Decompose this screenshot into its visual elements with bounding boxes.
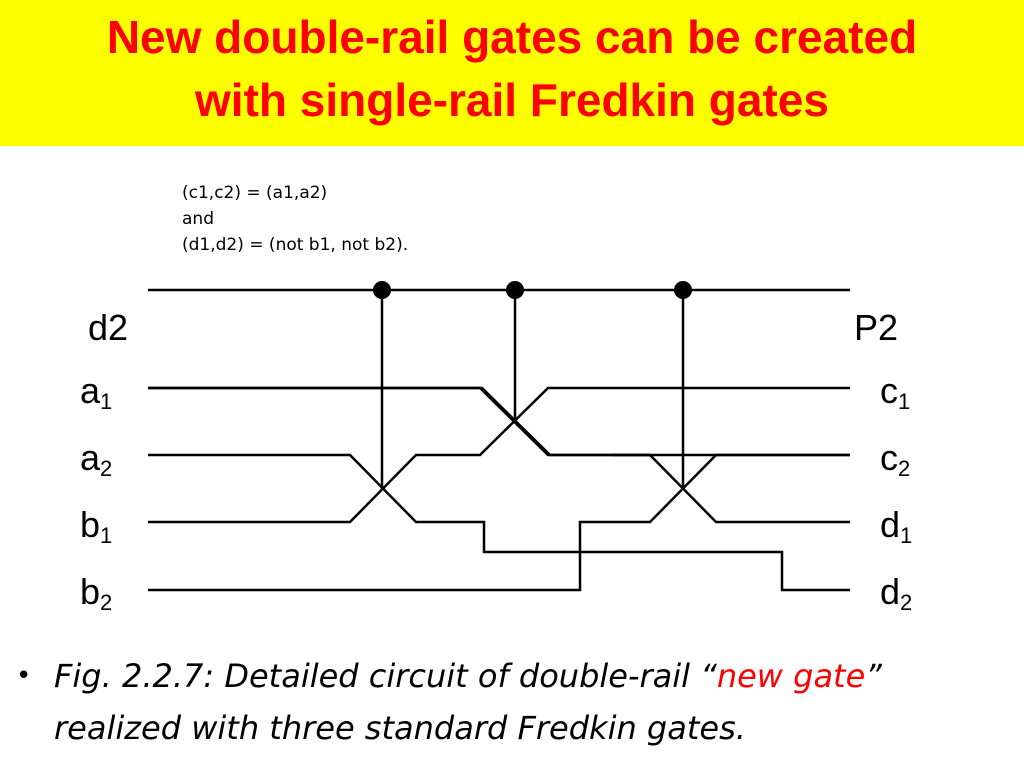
note-line-3: (d1,d2) = (not b1, not b2). bbox=[182, 235, 409, 255]
wire-a1-path bbox=[148, 386, 850, 457]
output-label-c1: c1 bbox=[880, 371, 910, 422]
output-label-p2: P2 bbox=[854, 307, 899, 348]
input-label-a2: a2 bbox=[80, 438, 112, 489]
input-b1-base: b bbox=[80, 504, 101, 545]
input-b2-base: b bbox=[80, 571, 101, 612]
output-d1-base: d bbox=[880, 504, 901, 545]
output-d2-base: d bbox=[880, 571, 901, 612]
wire-seg-b1 bbox=[148, 386, 850, 524]
wire-seg-a2 bbox=[148, 453, 850, 592]
title-line-1: New double-rail gates can be created bbox=[106, 11, 918, 63]
control-dot-gate2 bbox=[506, 281, 524, 299]
output-label-d2: d2 bbox=[880, 572, 912, 623]
control-dot-gate3 bbox=[674, 281, 692, 299]
wire-seg-b2 bbox=[148, 453, 850, 592]
slide-title: New double-rail gates can be created wit… bbox=[0, 6, 1024, 132]
output-c1-base: c bbox=[880, 370, 898, 411]
caption-highlight: new gate bbox=[716, 657, 866, 695]
input-a1-sub: 1 bbox=[100, 389, 113, 414]
output-label-d1: d1 bbox=[880, 505, 912, 556]
wire-a1 bbox=[148, 388, 850, 455]
note-line-2: and bbox=[182, 209, 214, 229]
wire-a2-path bbox=[148, 388, 850, 455]
output-d2-sub: 2 bbox=[900, 590, 913, 615]
caption-text: Fig. 2.2.7: Detailed circuit of double-r… bbox=[54, 650, 1012, 754]
wire-seg-a1 bbox=[148, 386, 650, 457]
input-label-b1: b1 bbox=[80, 505, 112, 556]
output-c1-sub: 1 bbox=[898, 389, 911, 414]
bullet-icon: • bbox=[16, 661, 32, 691]
input-label-a1: a1 bbox=[80, 371, 112, 422]
wire-seg-gate3 bbox=[612, 453, 850, 524]
input-b2-sub: 2 bbox=[100, 590, 113, 615]
title-line-2: with single-rail Fredkin gates bbox=[195, 74, 829, 126]
figure-caption: • Fig. 2.2.7: Detailed circuit of double… bbox=[12, 650, 1012, 754]
control-dot-gate1 bbox=[373, 281, 391, 299]
input-a1-base: a bbox=[80, 370, 101, 411]
caption-line-2: realized with three standard Fredkin gat… bbox=[54, 709, 746, 747]
input-label-d2: d2 bbox=[88, 307, 129, 348]
output-c2-base: c bbox=[880, 437, 898, 478]
input-a2-base: a bbox=[80, 437, 101, 478]
note-line-1: (c1,c2) = (a1,a2) bbox=[182, 183, 328, 203]
caption-suffix: ” bbox=[865, 657, 882, 695]
output-label-c2: c2 bbox=[880, 438, 910, 489]
caption-prefix: Fig. 2.2.7: Detailed circuit of double-r… bbox=[54, 657, 717, 695]
title-banner bbox=[0, 0, 1024, 146]
output-d1-sub: 1 bbox=[900, 523, 913, 548]
output-c2-sub: 2 bbox=[898, 456, 911, 481]
input-b1-sub: 1 bbox=[100, 523, 113, 548]
input-label-b2: b2 bbox=[80, 572, 112, 623]
input-a2-sub: 2 bbox=[100, 456, 113, 481]
equation-note: (c1,c2) = (a1,a2) and (d1,d2) = (not b1,… bbox=[182, 180, 408, 258]
